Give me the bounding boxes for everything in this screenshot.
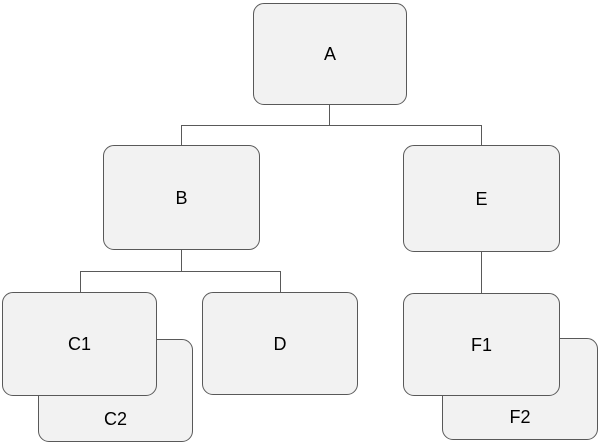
node-f1-label: F1 xyxy=(470,334,492,355)
node-f1: F1 xyxy=(403,293,560,396)
connector-b-stem xyxy=(181,250,183,272)
node-a-label: A xyxy=(323,44,336,64)
connector-a-stem xyxy=(329,105,331,126)
connector-a-children-bar xyxy=(181,125,482,127)
node-a: A xyxy=(253,3,407,105)
node-d-label: D xyxy=(273,333,287,354)
node-e: E xyxy=(403,145,560,252)
node-e-label: E xyxy=(475,188,488,209)
node-c1-label: C1 xyxy=(67,334,91,354)
node-c2-label: C2 xyxy=(103,409,127,429)
node-c1: C1 xyxy=(2,292,157,396)
node-b: B xyxy=(103,145,260,250)
node-f2-label: F2 xyxy=(509,407,531,427)
connector-to-d xyxy=(280,271,282,292)
connector-to-b xyxy=(181,125,183,145)
node-d: D xyxy=(202,292,358,395)
connector-e-to-f1 xyxy=(481,252,483,293)
node-b-label: B xyxy=(175,187,188,208)
connector-to-e xyxy=(481,125,483,145)
connector-b-children-bar xyxy=(80,271,281,273)
connector-to-c1 xyxy=(80,271,82,292)
